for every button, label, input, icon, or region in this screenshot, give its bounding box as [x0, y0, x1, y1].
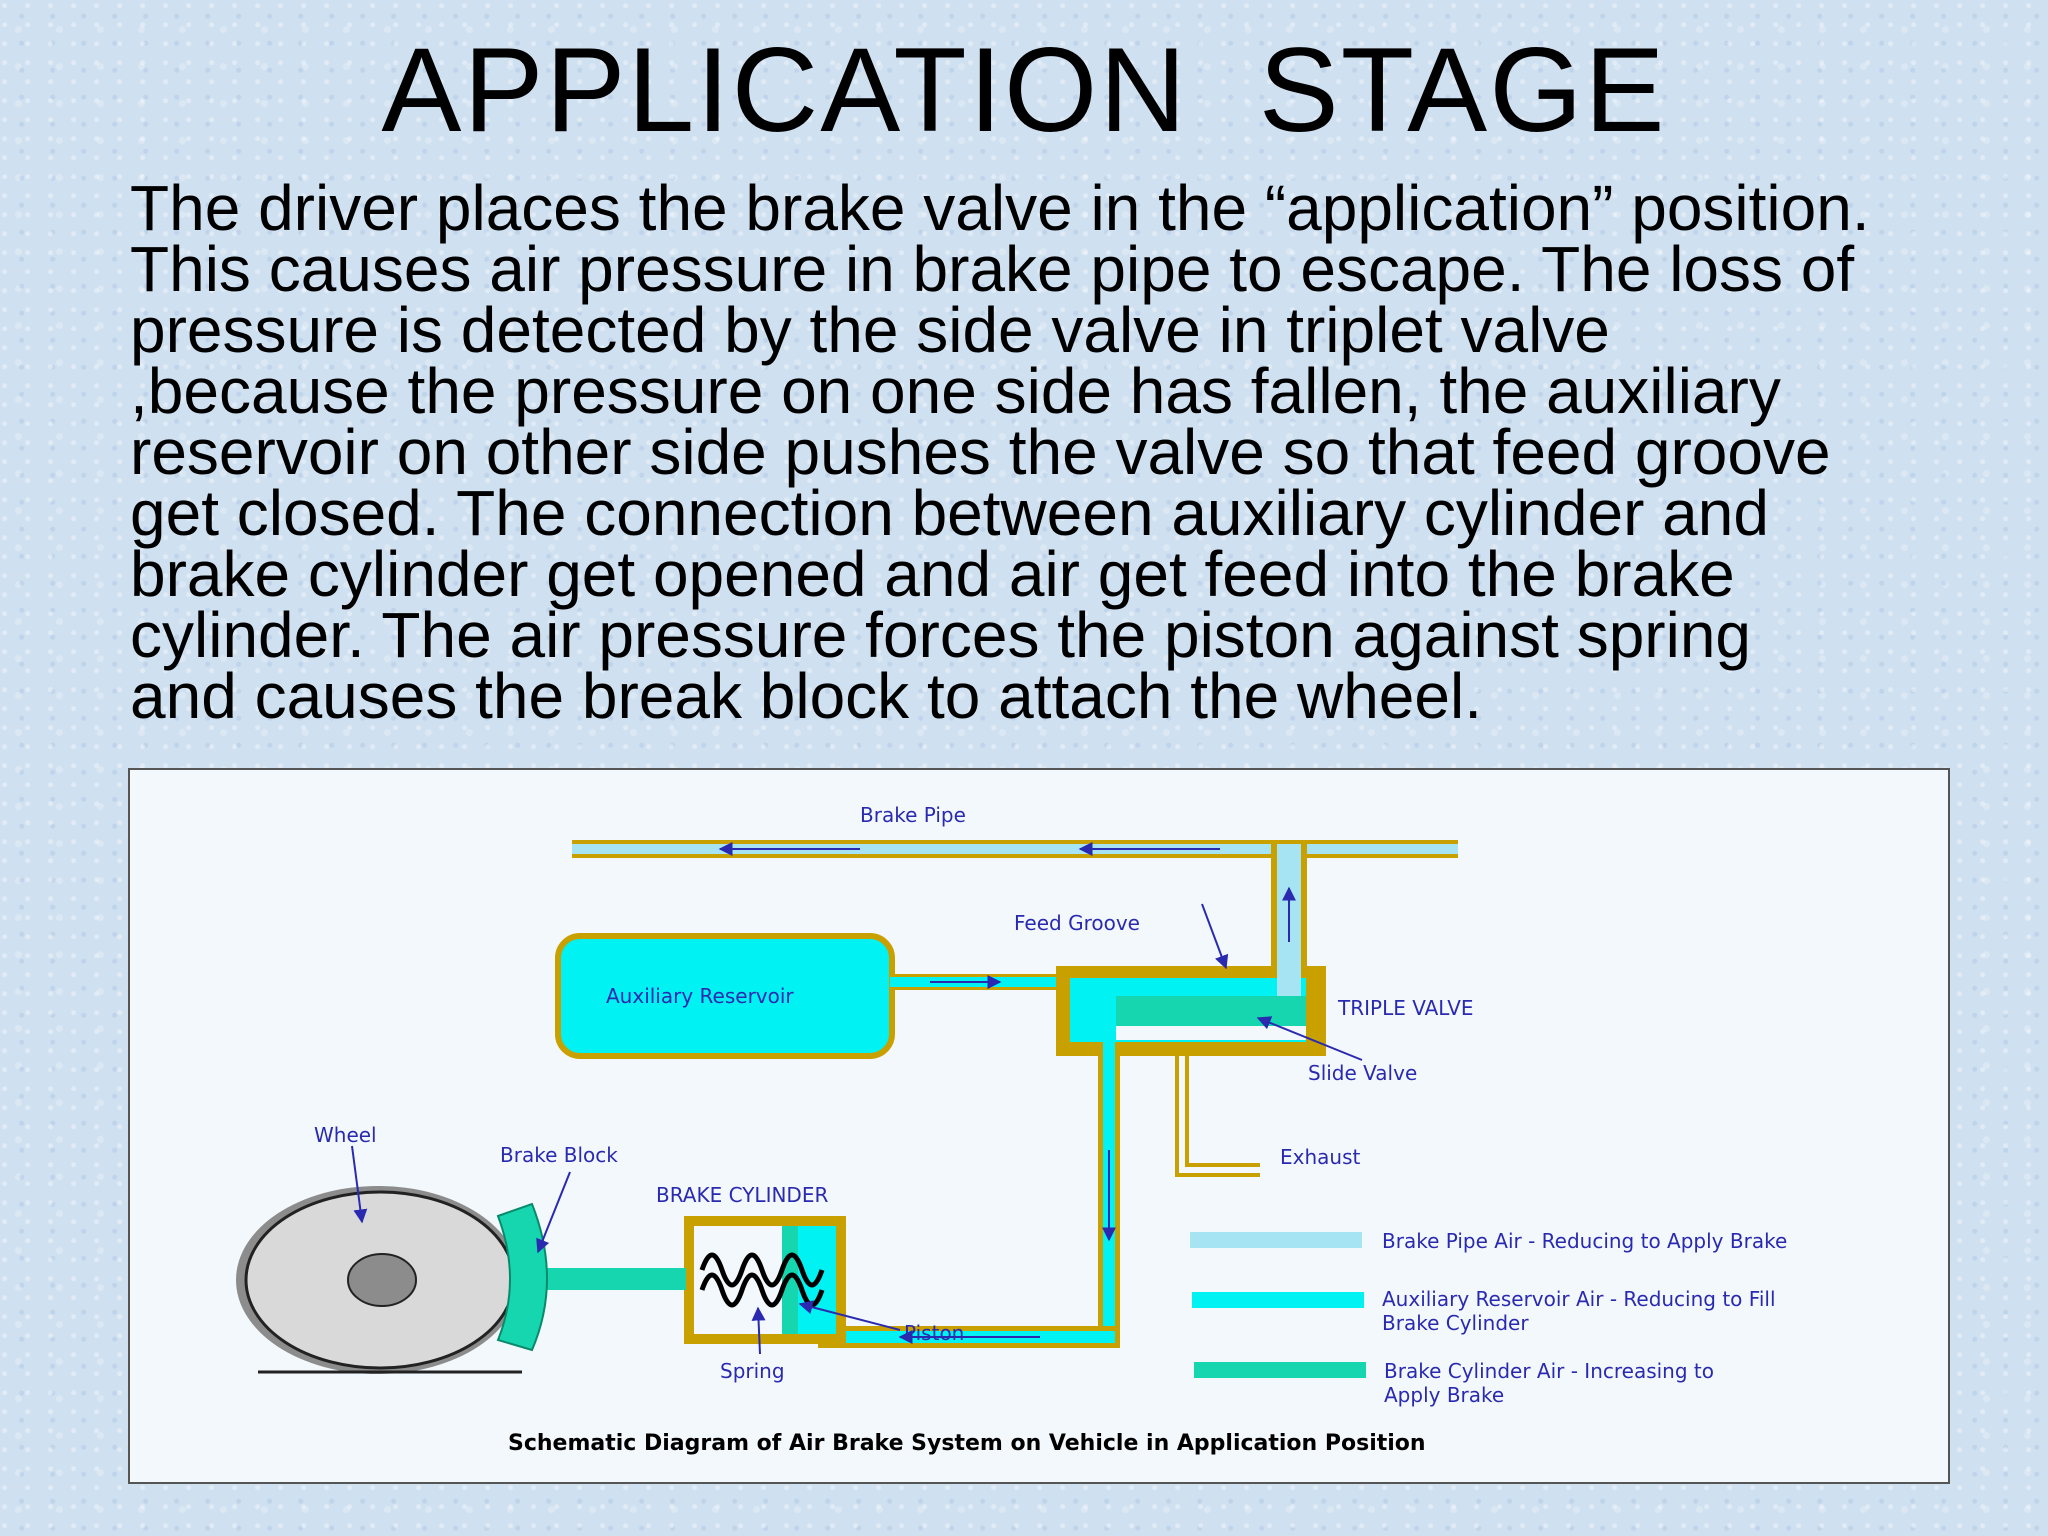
legend-label: Brake Cylinder Air - Increasing to [1384, 1359, 1714, 1383]
label-slide-valve: Slide Valve [1308, 1061, 1417, 1085]
wheel [236, 1186, 548, 1374]
legend-label: Brake Pipe Air - Reducing to Apply Brake [1382, 1229, 1787, 1253]
triple-valve [818, 966, 1326, 1348]
auxiliary-reservoir [555, 933, 1070, 1059]
diagram-caption: Schematic Diagram of Air Brake System on… [508, 1431, 1426, 1456]
brake-pipe [572, 840, 1458, 1000]
body-line: reservoir on other side pushes the valve… [130, 416, 1831, 488]
legend-swatch [1192, 1292, 1364, 1308]
body-line: The driver places the brake valve in the… [130, 172, 1870, 244]
brake-cylinder [538, 1216, 846, 1344]
diagram-legend: Brake Pipe Air - Reducing to Apply Brake… [1190, 1229, 1787, 1407]
legend-swatch [1190, 1232, 1362, 1248]
label-brake-pipe: Brake Pipe [860, 803, 966, 827]
body-line: pressure is detected by the side valve i… [130, 294, 1610, 366]
body-line: get closed. The connection between auxil… [130, 477, 1769, 549]
diagram-canvas: Brake Pipe Feed Groove Auxiliary Reservo… [236, 803, 1787, 1456]
body-line: cylinder. The air pressure forces the pi… [130, 599, 1751, 671]
legend-label: Brake Cylinder [1382, 1311, 1529, 1335]
spring-coil [699, 1252, 825, 1288]
legend-swatch [1194, 1362, 1366, 1378]
legend-label: Apply Brake [1384, 1383, 1504, 1407]
label-exhaust: Exhaust [1280, 1145, 1361, 1169]
legend-label: Auxiliary Reservoir Air - Reducing to Fi… [1382, 1287, 1776, 1311]
slide-title: APPLICATION STAGE [381, 23, 1667, 157]
label-brake-cylinder: BRAKE CYLINDER [656, 1183, 828, 1207]
body-line: ,because the pressure on one side has fa… [130, 355, 1781, 427]
label-triple-valve: TRIPLE VALVE [1337, 996, 1474, 1020]
body-line: and causes the break block to attach the… [130, 660, 1482, 732]
label-auxiliary-reservoir: Auxiliary Reservoir [606, 984, 794, 1008]
label-spring: Spring [720, 1359, 785, 1383]
body-line: This causes air pressure in brake pipe t… [130, 233, 1855, 305]
label-wheel: Wheel [314, 1123, 377, 1147]
air-brake-diagram: Brake Pipe Feed Groove Auxiliary Reservo… [128, 768, 1950, 1484]
label-feed-groove: Feed Groove [1014, 911, 1140, 935]
body-line: brake cylinder get opened and air get fe… [130, 538, 1735, 610]
label-piston: Piston [904, 1321, 964, 1345]
label-brake-block: Brake Block [500, 1143, 618, 1167]
slide-body-text: The driver places the brake valve in the… [130, 172, 2020, 732]
